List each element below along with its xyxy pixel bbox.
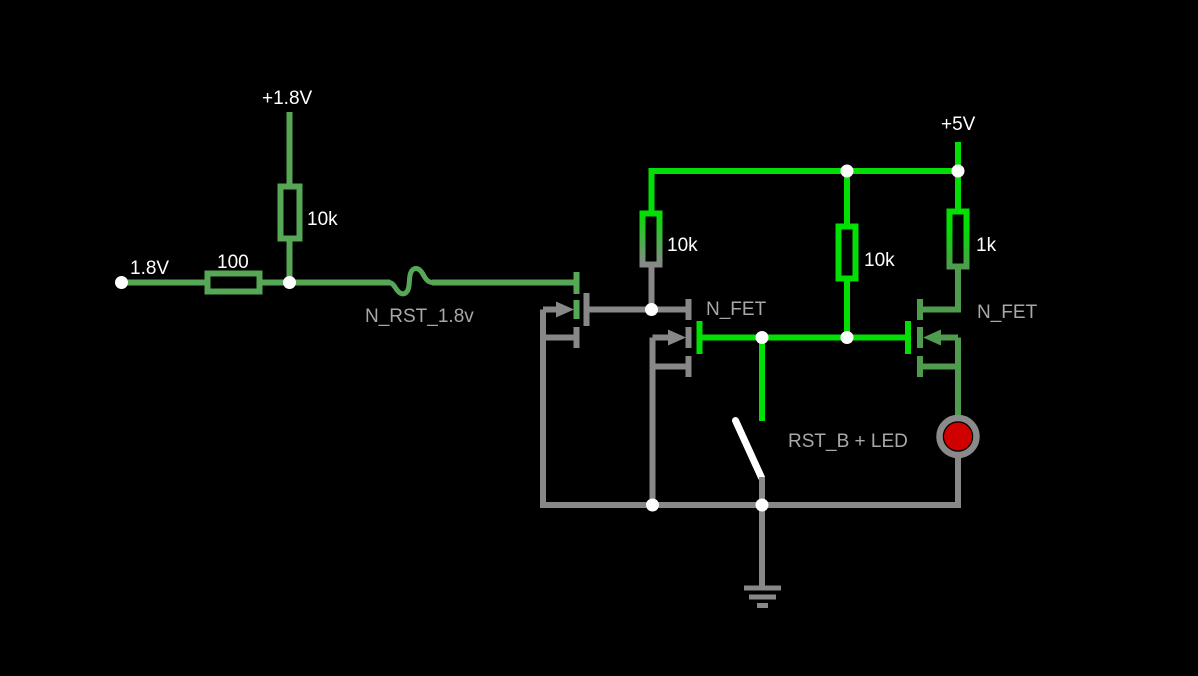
resistor-r1[interactable] [277,183,303,283]
label-r1-value: 10k [307,209,338,230]
resistor-r5[interactable] [946,208,970,270]
wire-rst-squiggle[interactable] [388,265,434,297]
resistor-r3-body[interactable] [639,210,663,268]
label-net-rst-b-led: RST_B + LED [788,431,908,452]
mosfet-c-bulk-arrow[interactable] [923,329,941,346]
resistor-r4[interactable] [835,171,859,338]
switch-blade-open[interactable] [732,417,765,481]
resistor-r2-body[interactable] [204,270,263,295]
junction-dot-rail-switch [755,498,769,512]
label-supply-5v: +5V [941,114,976,135]
wire-ground-rail[interactable] [540,309,961,508]
label-fet-c: N_FET [977,302,1038,323]
switch-reset[interactable] [732,417,765,506]
mosfet-c-drain-lead[interactable] [923,266,961,313]
junction-dot-gate-switch [755,331,769,344]
led-lit-core[interactable] [944,422,972,451]
junction-dot-r1-r2 [283,276,296,289]
junction-dot-gate-r4 [840,331,854,344]
mosfet-a-bulk-arrow[interactable] [556,301,574,318]
label-net-rst-1v8: N_RST_1.8v [365,306,474,327]
label-r4-value: 10k [864,250,895,271]
wire-bottom-rail[interactable] [540,309,961,508]
junction-dot-rail-fet-b [646,498,659,512]
wire-net-rst-1v8[interactable] [259,265,574,297]
wire-top-rail[interactable] [648,142,961,214]
junction-dot-rail-5v [951,164,965,178]
label-r5-value: 1k [976,235,997,256]
junction-dot-fet-a-gate [645,303,658,316]
voltage-rail-5v[interactable] [648,142,961,214]
label-fet-b: N_FET [706,299,767,320]
label-supply-1v8: +1.8V [262,88,313,109]
resistor-r2[interactable] [204,270,263,295]
resistor-r1-body[interactable] [277,183,303,242]
resistor-r4-body[interactable] [835,223,859,282]
label-r3-value: 10k [667,235,698,256]
junction-dot-rail-r4 [840,164,854,178]
wire-gate-net[interactable] [702,334,906,422]
label-source-1v8: 1.8V [130,258,169,279]
label-r2-value: 100 [217,252,249,273]
mosfet-b[interactable] [649,299,703,505]
resistor-r3[interactable] [639,210,663,310]
mosfet-b-bulk-arrow[interactable] [668,329,686,346]
mosfet-c[interactable] [905,266,961,418]
ground-symbol[interactable] [744,505,781,608]
terminal-dot-1v8-source [115,276,128,289]
junction-dots [115,164,965,512]
resistor-r5-body[interactable] [946,208,970,270]
